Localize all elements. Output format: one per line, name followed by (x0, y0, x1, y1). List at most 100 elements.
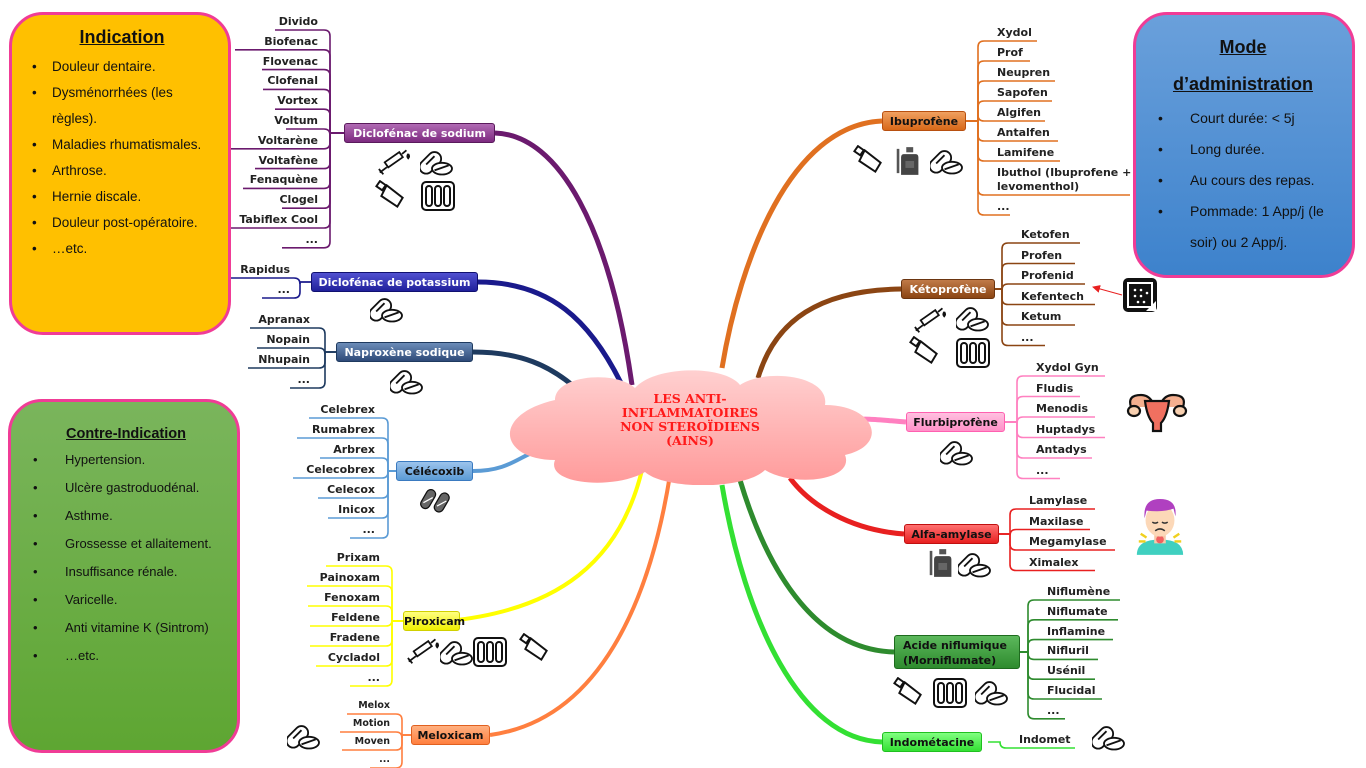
brand-leaf[interactable]: Usénil (1047, 664, 1086, 678)
brand-leaf[interactable]: Sapofen (997, 86, 1048, 99)
brand-leaf[interactable]: ... (1047, 703, 1060, 717)
topic-meloxicam[interactable]: Meloxicam (411, 725, 490, 745)
brand-leaf[interactable]: Melox (358, 700, 390, 711)
brand-leaf[interactable]: Xydol Gyn (1036, 361, 1099, 374)
brand-leaf[interactable]: Nopain (266, 333, 310, 346)
topic-indometacine[interactable]: Indométacine (882, 732, 982, 752)
leaf-connector (262, 68, 344, 134)
brand-leaf[interactable]: Inflamine (1047, 624, 1106, 638)
brand-leaf[interactable]: Ketum (1021, 310, 1062, 323)
brand-leaf[interactable]: Menodis (1036, 402, 1088, 415)
brand-leaf[interactable]: Celebrex (320, 403, 375, 416)
brand-leaf[interactable]: ... (1021, 330, 1034, 344)
pill-icon (973, 677, 1009, 711)
brand-leaf[interactable]: ... (379, 754, 390, 765)
brand-leaf[interactable]: Voltarène (257, 133, 318, 147)
topic-piroxicam[interactable]: Piroxicam (403, 611, 465, 631)
pill-icon (368, 294, 404, 328)
leaf-connector (990, 262, 1075, 290)
brand-leaf[interactable]: Indomet (1019, 733, 1071, 746)
brand-leaf[interactable]: Flovenac (262, 54, 318, 68)
brand-leaf[interactable]: Ximalex (1029, 555, 1079, 569)
brand-leaf[interactable]: Fenoxam (324, 591, 380, 604)
topic-diclofenac-potassium[interactable]: Diclofénac de potassium (311, 272, 478, 292)
brand-leaf[interactable]: Voltum (274, 114, 318, 127)
brand-leaf[interactable]: Lamifene (997, 146, 1055, 159)
brand-leaf[interactable]: Feldene (331, 611, 380, 624)
leaf-connector (297, 437, 402, 472)
topic-diclofenac-sodium[interactable]: Diclofénac de sodium (344, 123, 495, 143)
brand-leaf[interactable]: Biofenac (264, 34, 318, 48)
contre-indication-list: Hypertension. Ulcère gastroduodénal. Ast… (25, 446, 227, 670)
brand-leaf[interactable]: Profenid (1021, 269, 1074, 282)
brand-leaf[interactable]: Huptadys (1036, 422, 1096, 436)
brand-leaf[interactable]: Celecobrex (306, 463, 375, 476)
brand-leaf[interactable]: Vortex (277, 94, 318, 108)
brand-leaf[interactable]: Ibuthol (Ibuprofene + levomenthol) (997, 166, 1132, 193)
leaf-connector (350, 620, 406, 687)
brand-leaf[interactable]: Apranax (258, 313, 310, 326)
brand-leaf[interactable]: Profen (1021, 248, 1063, 262)
brand-leaf[interactable]: Flucidal (1047, 684, 1096, 697)
brand-leaf[interactable]: ... (362, 523, 375, 536)
brand-leaf[interactable]: Ketofen (1021, 228, 1070, 241)
branch-diclofenac-potassium (477, 279, 625, 387)
brand-leaf[interactable]: Moven (354, 736, 390, 747)
brand-leaf[interactable]: Antalfen (997, 126, 1050, 139)
topic-acide-niflumique[interactable]: Acide niflumique (Morniflumate) (894, 635, 1020, 669)
topic-ibuprofene[interactable]: Ibuprofène (882, 111, 966, 131)
brand-leaf[interactable]: Niflumène (1047, 585, 1111, 598)
brand-leaf[interactable]: Rumabrex (311, 423, 375, 436)
topic-alfa-amylase[interactable]: Alfa-amylase (904, 524, 999, 544)
central-title-line: (AINS) (666, 433, 714, 448)
brand-leaf[interactable]: Megamylase (1029, 535, 1107, 548)
brand-leaf[interactable]: Voltafène (258, 153, 318, 167)
brand-leaf[interactable]: Nifluril (1047, 644, 1089, 658)
brand-leaf[interactable]: Rapidus (240, 263, 290, 276)
brand-leaf[interactable]: Fradene (329, 631, 380, 644)
brand-leaf[interactable]: Inicox (338, 503, 375, 516)
branch-naproxene (472, 349, 580, 392)
topic-naproxene[interactable]: Naproxène sodique (336, 342, 473, 362)
brand-leaf[interactable]: ... (1036, 463, 1049, 477)
brand-leaf[interactable]: Neupren (997, 66, 1051, 79)
central-title-line: LES ANTI- (653, 391, 727, 406)
brand-leaf[interactable]: Nhupain (258, 353, 310, 366)
brand-leaf[interactable]: Lamylase (1029, 494, 1088, 507)
uterus-icon (1125, 387, 1189, 439)
brand-leaf[interactable]: Clogel (279, 193, 318, 207)
brand-leaf[interactable]: ... (297, 373, 310, 386)
contre-indication-item: Grossesse et allaitement. (25, 530, 227, 558)
brand-leaf[interactable]: Divido (278, 15, 318, 28)
brand-leaf[interactable]: Motion (352, 718, 390, 729)
brand-leaf[interactable]: Maxilase (1029, 514, 1084, 528)
topic-celecoxib[interactable]: Célécoxib (396, 461, 473, 481)
brand-leaf[interactable]: Prixam (336, 551, 380, 564)
contre-indication-item: Hypertension. (25, 446, 227, 474)
brand-leaf[interactable]: Kefentech (1021, 289, 1084, 303)
pill-icon (418, 147, 454, 181)
brand-leaf[interactable]: ... (305, 232, 318, 246)
brand-leaf[interactable]: Algifen (997, 106, 1042, 119)
brand-leaf[interactable]: Celecox (327, 483, 375, 496)
brand-leaf[interactable]: Cycladol (327, 651, 380, 664)
brand-leaf[interactable]: ... (997, 200, 1010, 213)
brand-leaf[interactable]: Arbrex (333, 443, 375, 456)
brand-leaf[interactable]: Fludis (1036, 381, 1074, 395)
topic-ketoprofene[interactable]: Kétoprofène (901, 279, 995, 299)
topic-flurbiprofene[interactable]: Flurbiprofène (906, 412, 1005, 432)
mode-title-line2: d’administration (1172, 74, 1313, 94)
ointment-tube-icon (374, 179, 410, 216)
brand-leaf[interactable]: Antadys (1036, 443, 1087, 456)
leaf-connector (235, 49, 344, 134)
brand-leaf[interactable]: Xydol (997, 26, 1032, 39)
brand-leaf[interactable]: ... (277, 283, 290, 296)
brand-leaf[interactable]: Clofenal (267, 74, 318, 88)
leaf-connector (307, 585, 406, 622)
brand-leaf[interactable]: Painoxam (319, 571, 380, 584)
brand-leaf[interactable]: ... (367, 671, 380, 684)
brand-leaf[interactable]: Tabiflex Cool (239, 213, 318, 226)
brand-leaf[interactable]: Niflumate (1047, 604, 1108, 618)
brand-leaf[interactable]: Fenaquène (249, 173, 318, 187)
brand-leaf[interactable]: Prof (997, 46, 1023, 59)
